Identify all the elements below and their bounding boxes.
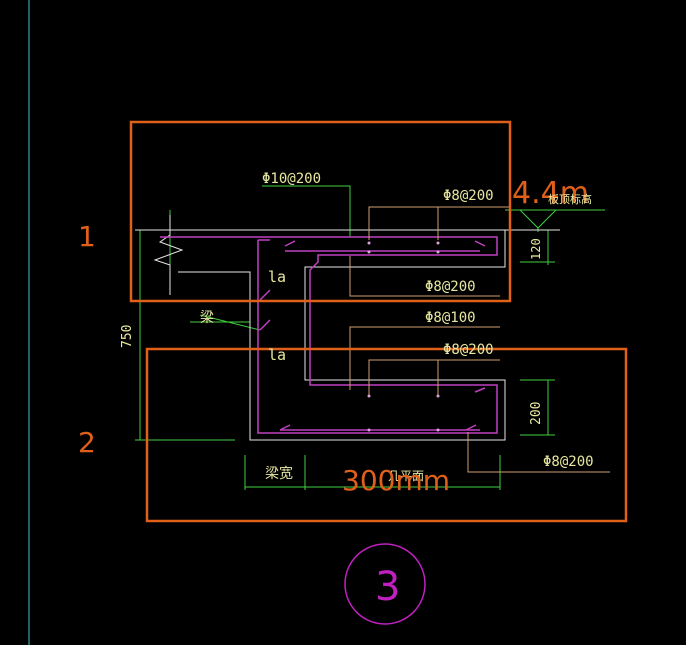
dimension-120: 120 [529,238,543,260]
label-leaders [349,206,610,473]
region-label-1: 1 [78,220,96,253]
rebar-label-lower-top: Φ8@200 [443,342,494,358]
rebar-label-mid-lower: Φ8@100 [425,310,476,326]
rebar-dots [367,241,440,432]
rebar-label-top-right: Φ8@200 [443,188,494,204]
detail-marker-circle [344,543,426,625]
region-label-2: 2 [78,426,96,459]
beam-width-label: 梁宽 [265,465,293,482]
elevation-label: 4.4m [512,176,589,211]
detail-marker-number: 3 [375,564,400,610]
beam-outline [135,185,555,490]
dimension-200: 200 [529,402,544,425]
concrete-outline [135,215,560,441]
elevation-marker-symbol [505,209,605,232]
highlight-box-2 [145,347,628,523]
anchorage-label-upper: la [268,268,286,286]
rebar-label-bottom-right: Φ8@200 [543,454,594,470]
bottom-small-label: 几平面 [388,469,424,483]
anchorage-label-lower: la [268,346,286,364]
elevation-small-label: 板顶标高 [548,192,592,206]
rebar-label-top: Φ10@200 [262,171,321,187]
rebar-lines [160,236,498,434]
dimension-750: 750 [120,325,135,348]
bottom-measure-label: 300mm [342,464,450,497]
highlight-box-1 [129,120,512,303]
beam-label: 梁 [200,310,214,326]
rebar-label-mid-upper: Φ8@200 [425,279,476,295]
